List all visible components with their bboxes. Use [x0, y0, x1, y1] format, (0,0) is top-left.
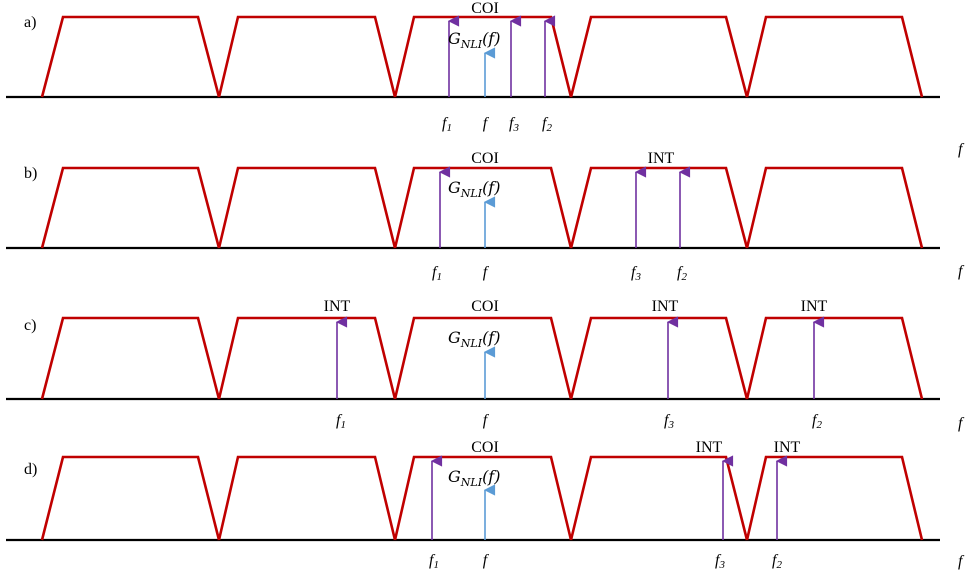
g-nli-label: GNLI(f)	[448, 29, 500, 51]
g-nli-label: GNLI(f)	[448, 178, 500, 200]
panel-d: d) f COI INT INT GNLI(f) f1 f f3 f2	[6, 439, 965, 571]
frequency-label: f1	[442, 115, 452, 134]
frequency-label: f3	[664, 412, 674, 431]
channel-5-spectrum	[745, 15, 924, 98]
channel-label-coi: COI	[471, 298, 499, 315]
channel-5-spectrum	[745, 455, 924, 541]
channel-label-int: INT	[774, 439, 801, 456]
frequency-label: f2	[812, 412, 822, 431]
channel-4-spectrum	[569, 166, 749, 249]
channel-5-spectrum	[745, 166, 924, 249]
frequency-label: f	[483, 552, 490, 569]
channel-label-int: INT	[696, 439, 723, 456]
frequency-label: f2	[772, 552, 782, 571]
channel-3-spectrum	[393, 166, 573, 249]
channel-1-spectrum	[40, 316, 221, 400]
channel-4-spectrum	[569, 15, 749, 98]
frequency-label: f1	[336, 412, 346, 431]
channel-2-spectrum	[217, 455, 397, 541]
frequency-label: f	[483, 264, 490, 281]
axis-label: f	[958, 415, 965, 432]
axis-label: f	[958, 263, 965, 280]
panel-tag: c)	[24, 317, 36, 334]
frequency-label: f3	[715, 552, 725, 571]
frequency-label: f3	[509, 115, 519, 134]
panel-tag: a)	[24, 14, 36, 31]
channel-3-spectrum	[393, 316, 573, 400]
channel-label-coi: COI	[471, 0, 499, 17]
channel-label-coi: COI	[471, 150, 499, 167]
channel-4-spectrum	[569, 455, 749, 541]
channel-2-spectrum	[217, 15, 397, 98]
channel-2-spectrum	[217, 166, 397, 249]
channel-3-spectrum	[393, 15, 573, 98]
channel-2-spectrum	[217, 316, 397, 400]
axis-label: f	[958, 141, 965, 158]
g-nli-label: GNLI(f)	[448, 328, 500, 350]
channel-4-spectrum	[569, 316, 749, 400]
frequency-label: f2	[677, 264, 687, 283]
channel-label-int: INT	[801, 298, 828, 315]
panel-tag: b)	[24, 165, 37, 182]
channel-1-spectrum	[40, 166, 221, 249]
panel-a: a) f COI GNLI(f) f1 f f3 f2	[6, 0, 965, 158]
channel-5-spectrum	[745, 316, 924, 400]
channel-label-int: INT	[648, 150, 675, 167]
panel-tag: d)	[24, 461, 37, 478]
channel-label-int: INT	[652, 298, 679, 315]
frequency-label: f3	[631, 264, 641, 283]
frequency-label: f2	[542, 115, 552, 134]
channel-label-int: INT	[324, 298, 351, 315]
frequency-label: f	[483, 412, 490, 429]
channel-1-spectrum	[40, 455, 221, 541]
frequency-label: f1	[429, 552, 439, 571]
channel-1-spectrum	[40, 15, 221, 98]
axis-label: f	[958, 553, 965, 570]
panel-b: b) f COI INT GNLI(f) f1 f f3 f2	[6, 150, 965, 283]
g-nli-label: GNLI(f)	[448, 467, 500, 489]
channel-label-coi: COI	[471, 439, 499, 456]
channel-3-spectrum	[393, 455, 573, 541]
frequency-label: f	[483, 115, 490, 132]
frequency-label: f1	[432, 264, 442, 283]
panel-c: c) f INT COI INT INT GNLI(f) f1 f f3 f2	[6, 298, 965, 432]
